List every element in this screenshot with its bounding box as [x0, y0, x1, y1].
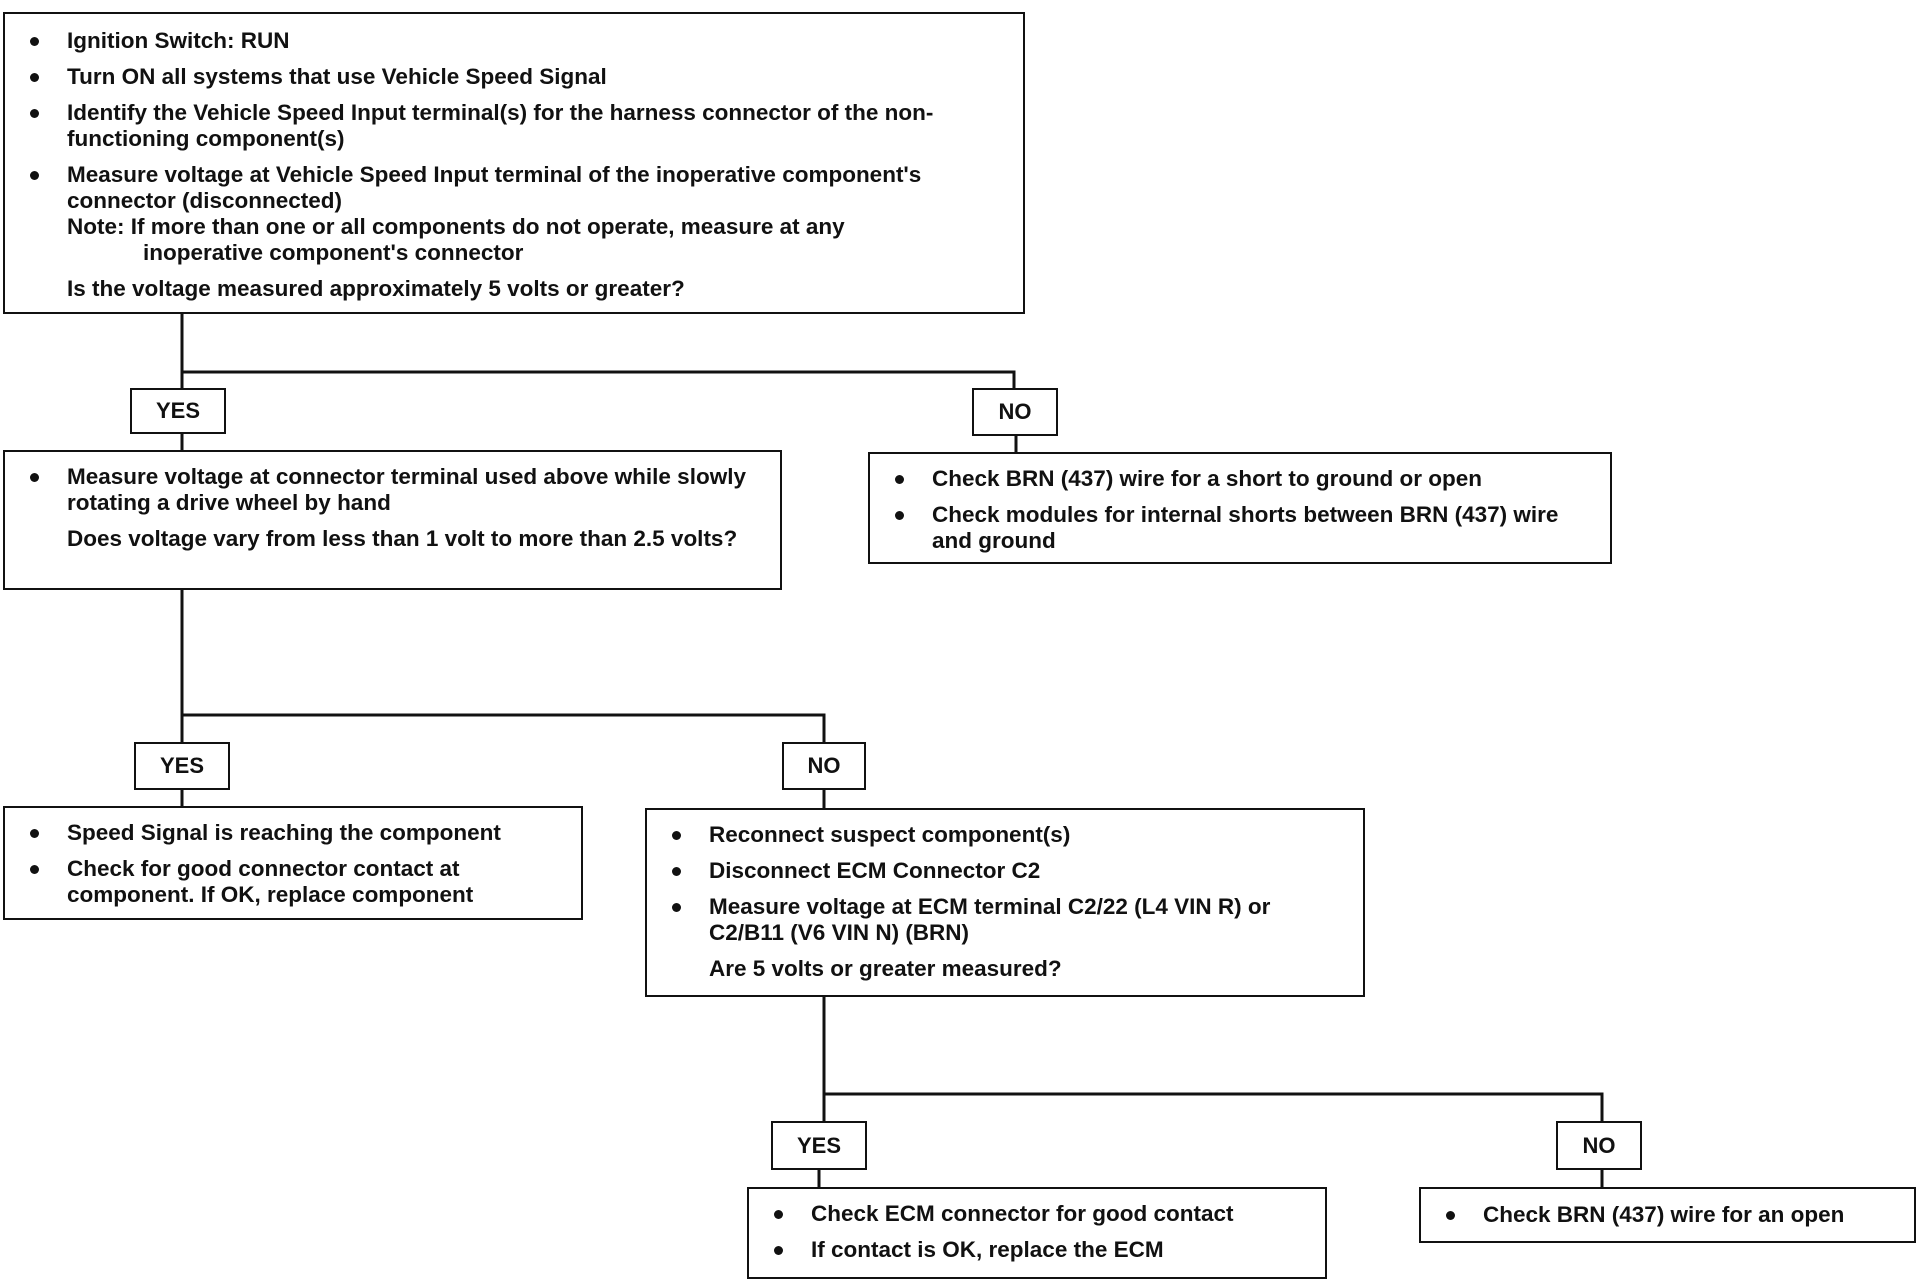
step1-item: Ignition Switch: RUN [5, 28, 1003, 54]
step1-note: Note: If more than one or all components… [5, 214, 1003, 266]
yes-label-step3: YES [771, 1121, 867, 1170]
step1-note-first: Note: If more than one or all components… [67, 214, 845, 239]
step2-question: Does voltage vary from less than 1 volt … [67, 526, 738, 551]
step3-item: Measure voltage at ECM terminal C2/22 (L… [647, 894, 1343, 946]
result-short-box: Check BRN (437) wire for a short to grou… [868, 452, 1612, 564]
connector-step1-no [182, 370, 1016, 388]
result-ecm-box: Check ECM connector for good contact If … [747, 1187, 1327, 1279]
step2-item: Measure voltage at connector terminal us… [5, 464, 760, 516]
step1-question: Is the voltage measured approximately 5 … [67, 276, 685, 301]
connector-step3-no [824, 1092, 1604, 1121]
step1-item: Turn ON all systems that use Vehicle Spe… [5, 64, 1003, 90]
result-component-item: Speed Signal is reaching the component [5, 820, 563, 846]
result-open-item: Check BRN (437) wire for an open [1421, 1202, 1900, 1228]
yes-label-step2: YES [134, 742, 230, 790]
connector-step2-no [182, 713, 826, 742]
no-label-step2: NO [782, 742, 866, 790]
result-ecm-item: If contact is OK, replace the ECM [749, 1237, 1307, 1263]
result-component-item: Check for good connector contact at comp… [5, 856, 563, 908]
result-open-box: Check BRN (437) wire for an open [1419, 1187, 1916, 1243]
step3-question: Are 5 volts or greater measured? [709, 956, 1062, 981]
step3-box: Reconnect suspect component(s) Disconnec… [645, 808, 1365, 997]
step1-box: Ignition Switch: RUN Turn ON all systems… [3, 12, 1025, 314]
step3-item: Disconnect ECM Connector C2 [647, 858, 1343, 884]
step3-item: Reconnect suspect component(s) [647, 822, 1343, 848]
step1-note-rest: inoperative component's connector [143, 240, 524, 265]
no-label-step1: NO [972, 388, 1058, 436]
result-short-item: Check BRN (437) wire for a short to grou… [870, 466, 1590, 492]
result-ecm-item: Check ECM connector for good contact [749, 1201, 1307, 1227]
step1-item: Identify the Vehicle Speed Input termina… [5, 100, 1003, 152]
step2-box: Measure voltage at connector terminal us… [3, 450, 782, 590]
yes-label-step1: YES [130, 388, 226, 434]
result-component-box: Speed Signal is reaching the component C… [3, 806, 583, 920]
no-label-step3: NO [1556, 1121, 1642, 1170]
result-short-item: Check modules for internal shorts betwee… [870, 502, 1590, 554]
step1-item: Measure voltage at Vehicle Speed Input t… [5, 162, 1003, 214]
